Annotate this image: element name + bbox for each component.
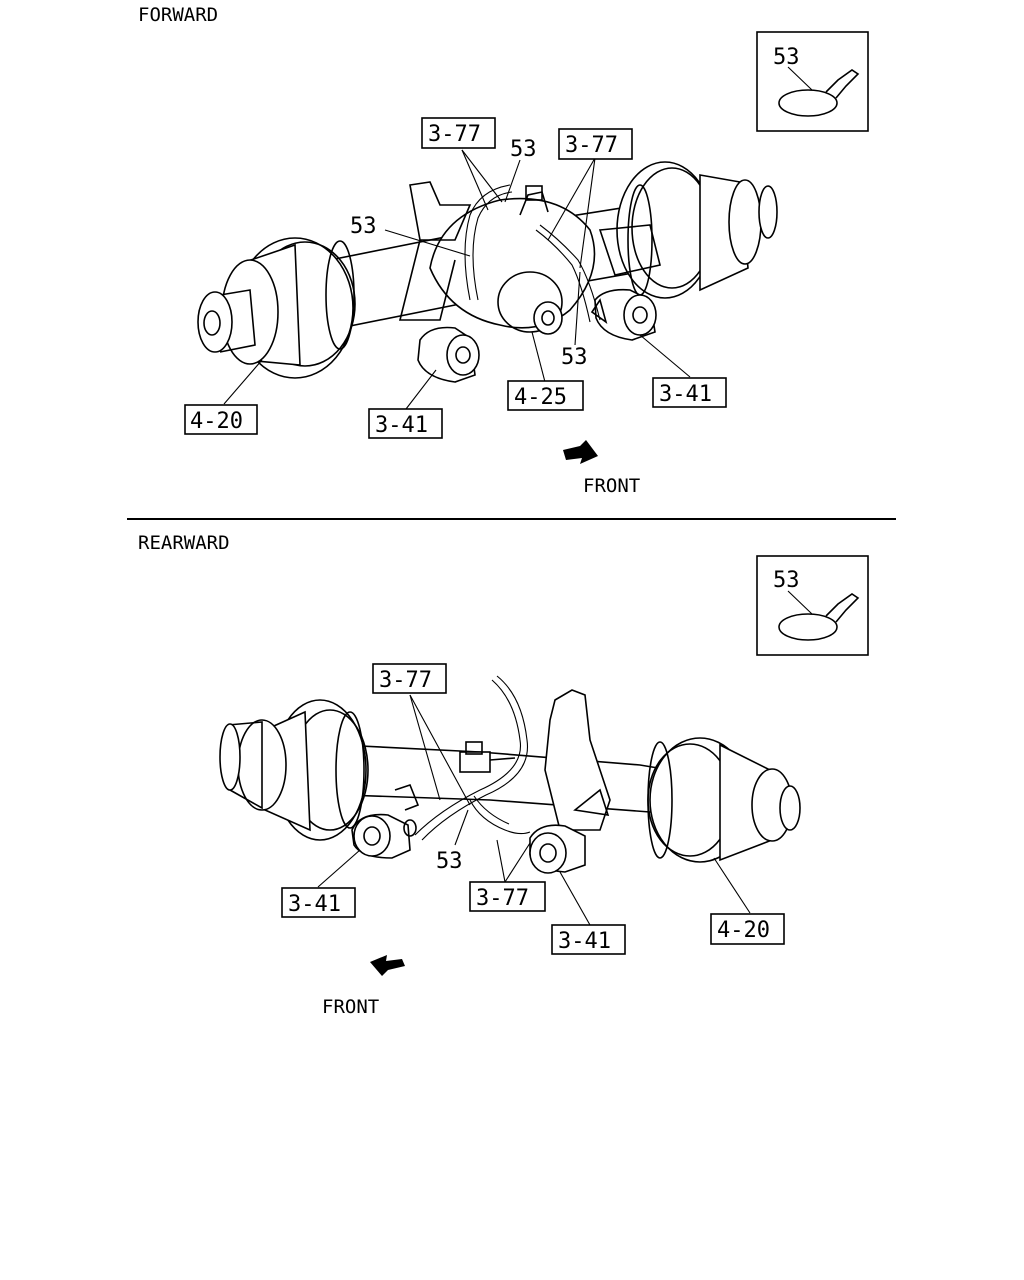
- brake-hose-right: [539, 224, 601, 321]
- center-bushing: [529, 824, 586, 874]
- left-bushing: [417, 326, 480, 383]
- rearward-inset-box: 53: [756, 555, 869, 656]
- right-drum: [616, 161, 778, 299]
- callout-hose-right-text: 3-77: [565, 133, 618, 158]
- callout-clip-top: 53: [510, 137, 537, 162]
- front-arrow-icon: [370, 955, 405, 976]
- clamp-tab-icon: [825, 593, 860, 623]
- left-drum: [197, 237, 356, 379]
- callout-differential-text: 4-25: [514, 385, 567, 410]
- callout-axle-housing: 4-20: [184, 404, 258, 435]
- callout-axle-housing: 4-20: [710, 913, 785, 945]
- forward-section: FORWARD 53: [138, 4, 869, 497]
- forward-axle-drawing: [197, 161, 778, 383]
- forward-heading: FORWARD: [138, 4, 218, 26]
- callout-bushing-left-text: 3-41: [375, 413, 428, 438]
- clamp-band-icon: [778, 89, 838, 117]
- callout-hose-top-text: 3-77: [379, 668, 432, 693]
- forward-leaders: [223, 149, 691, 410]
- rearward-front-label: FRONT: [322, 996, 379, 1018]
- forward-front-label: FRONT: [583, 475, 640, 497]
- rearward-section: REARWARD 53: [138, 532, 869, 1018]
- valve-assembly: [459, 741, 516, 773]
- brake-hose-left: [464, 184, 511, 301]
- callout-hose-left: 3-77: [421, 117, 496, 149]
- rearward-axle-drawing: [219, 675, 801, 874]
- callout-clip-left: 53: [350, 214, 377, 239]
- callout-bushing-left-text: 3-41: [288, 892, 341, 917]
- callout-axle-housing-text: 4-20: [190, 409, 243, 434]
- forward-inset-label: 53: [773, 45, 800, 70]
- callout-differential: 4-25: [507, 380, 584, 411]
- callout-hose-left-text: 3-77: [428, 122, 481, 147]
- front-arrow-icon: [563, 440, 598, 464]
- rearward-inset-label: 53: [773, 568, 800, 593]
- clamp-band-icon: [778, 613, 838, 641]
- callout-clip: 53: [436, 849, 463, 874]
- callout-bushing-left: 3-41: [281, 887, 356, 918]
- callout-hose-bottom: 3-77: [469, 881, 546, 912]
- callout-bushing-right-text: 3-41: [659, 382, 712, 407]
- rearward-leaders: [317, 694, 751, 926]
- rearward-heading: REARWARD: [138, 532, 230, 554]
- clamp-tab-icon: [825, 69, 860, 99]
- callout-bushing-left: 3-41: [368, 408, 443, 439]
- callout-hose-bottom-text: 3-77: [476, 886, 529, 911]
- forward-inset-box: 53: [756, 31, 869, 132]
- callout-bushing-center-text: 3-41: [558, 929, 611, 954]
- callout-bushing-right: 3-41: [652, 377, 727, 408]
- brake-hose: [414, 679, 522, 836]
- callout-clip-bottom: 53: [561, 345, 588, 370]
- callout-hose-right: 3-77: [558, 128, 633, 160]
- right-drum: [647, 737, 801, 863]
- right-bushing: [590, 288, 657, 341]
- left-drum: [219, 699, 369, 841]
- callout-hose-top: 3-77: [372, 663, 447, 694]
- callout-bushing-center: 3-41: [551, 924, 626, 955]
- callout-axle-housing-text: 4-20: [717, 918, 770, 943]
